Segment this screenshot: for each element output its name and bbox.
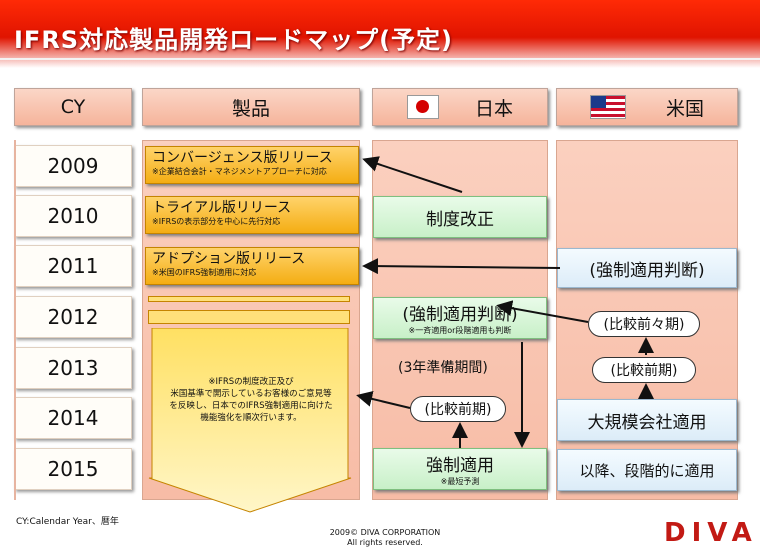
japan-reform-label: 制度改正 — [426, 209, 494, 230]
future-bar — [148, 310, 350, 324]
usa-decision: (強制適用判断) — [557, 248, 737, 288]
header-products: 製品 — [142, 88, 360, 126]
us-flag-icon — [589, 95, 626, 119]
future-note-line: ※IFRSの制度改正及び — [208, 377, 294, 387]
japan-mandatory-note: ※最短予測 — [440, 477, 480, 486]
japan-decision-label: (強制適用判断) — [402, 305, 518, 325]
product-note: ※IFRSの表示部分を中心に先行対応 — [152, 217, 281, 226]
usa-comparative-two-years-prior: (比較前々期) — [588, 311, 700, 337]
future-note-line: 米国基準で開示しているお客様のご意見等 — [170, 389, 332, 399]
year-row: 2011 — [14, 245, 132, 287]
year-row: 2013 — [14, 347, 132, 389]
product-title: アドプション版リリース — [152, 251, 306, 267]
diva-logo: DIVA — [664, 518, 758, 548]
page-title: IFRS対応製品開発ロードマップ(予定) — [14, 26, 454, 54]
future-note-line: を反映し、日本でのIFRS強制適用に向けた — [169, 401, 333, 411]
future-bar — [148, 296, 350, 302]
year-row: 2014 — [14, 397, 132, 439]
header-japan: 日本 — [372, 88, 548, 126]
japan-mandatory: 強制適用 ※最短予測 — [373, 448, 547, 490]
product-note: ※企業結合会計・マネジメントアプローチに対応 — [152, 167, 327, 176]
usa-large-company: 大規模会社適用 — [557, 399, 737, 441]
usa-phased-application: 以降、段階的に適用 — [557, 449, 737, 491]
year-row: 2015 — [14, 448, 132, 490]
future-development-arrow — [148, 328, 352, 513]
product-title: トライアル版リリース — [152, 200, 292, 216]
copyright-line: 2009© DIVA CORPORATION — [329, 528, 441, 537]
product-trial-release: トライアル版リリース ※IFRSの表示部分を中心に先行対応 — [145, 196, 359, 234]
header-usa-label: 米国 — [665, 97, 704, 120]
cy-column-edge — [14, 140, 16, 500]
year-row: 2010 — [14, 195, 132, 237]
year-row: 2012 — [14, 296, 132, 338]
header-japan-label: 日本 — [474, 97, 513, 120]
future-note: ※IFRSの制度改正及び 米国基準で開示しているお客様のご意見等 を反映し、日本… — [148, 376, 354, 424]
year-row: 2009 — [14, 145, 132, 187]
title-underline — [0, 58, 760, 60]
product-note: ※米国のIFRS強制適用に対応 — [152, 268, 257, 277]
product-convergence-release: コンバージェンス版リリース ※企業結合会計・マネジメントアプローチに対応 — [145, 146, 359, 184]
calendar-year-legend: CY:Calendar Year、暦年 — [16, 517, 119, 527]
japan-prep-period: (3年準備期間) — [398, 360, 488, 376]
product-title: コンバージェンス版リリース — [152, 150, 333, 166]
japan-reform: 制度改正 — [373, 196, 547, 238]
copyright: 2009© DIVA CORPORATION All rights reserv… — [300, 528, 470, 548]
future-note-line: 機能強化を順次行います。 — [200, 413, 302, 423]
usa-comparative-prior-year: (比較前期) — [592, 357, 696, 383]
japan-flag-icon — [406, 95, 439, 119]
title-bar — [0, 0, 760, 68]
japan-mandatory-label: 強制適用 — [426, 456, 494, 476]
product-adoption-release: アドプション版リリース ※米国のIFRS強制適用に対応 — [145, 247, 359, 285]
rights-line: All rights reserved. — [347, 538, 423, 547]
japan-comparative: (比較前期) — [410, 396, 506, 422]
japan-decision-note: ※一斉適用or段階適用も判断 — [408, 326, 512, 335]
japan-decision: (強制適用判断) ※一斉適用or段階適用も判断 — [373, 297, 547, 339]
header-cy: CY — [14, 88, 132, 126]
header-usa: 米国 — [556, 88, 738, 126]
